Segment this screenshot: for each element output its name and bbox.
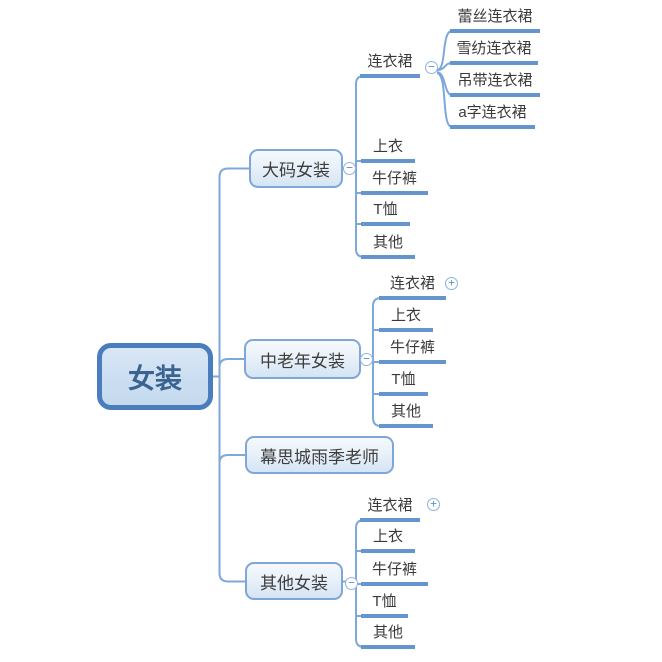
topic-other[interactable]: 其他 bbox=[379, 402, 433, 428]
topic-other[interactable]: 其他 bbox=[361, 623, 415, 649]
topic-dress[interactable]: 连衣裙 bbox=[360, 496, 420, 522]
topic-aline-dress[interactable]: a字连衣裙 bbox=[450, 103, 535, 129]
topic-top[interactable]: 上衣 bbox=[361, 527, 415, 553]
topic-tshirt[interactable]: T恤 bbox=[361, 200, 410, 226]
expand-icon[interactable]: + bbox=[427, 498, 440, 511]
expand-icon[interactable]: + bbox=[445, 277, 458, 290]
branch-middle-aged-women[interactable]: 中老年女装 bbox=[244, 339, 361, 379]
topic-dress[interactable]: 连衣裙 bbox=[360, 52, 420, 78]
topic-tshirt[interactable]: T恤 bbox=[361, 592, 408, 618]
topic-dress[interactable]: 连衣裙 bbox=[379, 274, 446, 300]
topic-chiffon-dress[interactable]: 雪纺连衣裙 bbox=[450, 39, 538, 65]
root-node-womens-clothing[interactable]: 女装 bbox=[97, 343, 213, 410]
topic-jeans[interactable]: 牛仔裤 bbox=[361, 560, 428, 586]
collapse-icon[interactable]: − bbox=[343, 162, 356, 175]
collapse-icon[interactable]: − bbox=[425, 61, 438, 74]
topic-lace-dress[interactable]: 蕾丝连衣裙 bbox=[450, 7, 540, 33]
collapse-icon[interactable]: − bbox=[345, 577, 358, 590]
topic-other[interactable]: 其他 bbox=[361, 233, 415, 259]
topic-tshirt[interactable]: T恤 bbox=[379, 370, 428, 396]
topic-jeans[interactable]: 牛仔裤 bbox=[379, 338, 446, 364]
topic-strap-dress[interactable]: 吊带连衣裙 bbox=[450, 71, 540, 97]
topic-top[interactable]: 上衣 bbox=[379, 306, 433, 332]
topic-top[interactable]: 上衣 bbox=[361, 137, 415, 163]
branch-musicheng-teacher[interactable]: 幕思城雨季老师 bbox=[245, 436, 394, 474]
branch-other-women[interactable]: 其他女装 bbox=[245, 562, 343, 600]
topic-jeans[interactable]: 牛仔裤 bbox=[361, 169, 428, 195]
collapse-icon[interactable]: − bbox=[360, 353, 373, 366]
branch-plus-size-women[interactable]: 大码女装 bbox=[249, 149, 343, 188]
